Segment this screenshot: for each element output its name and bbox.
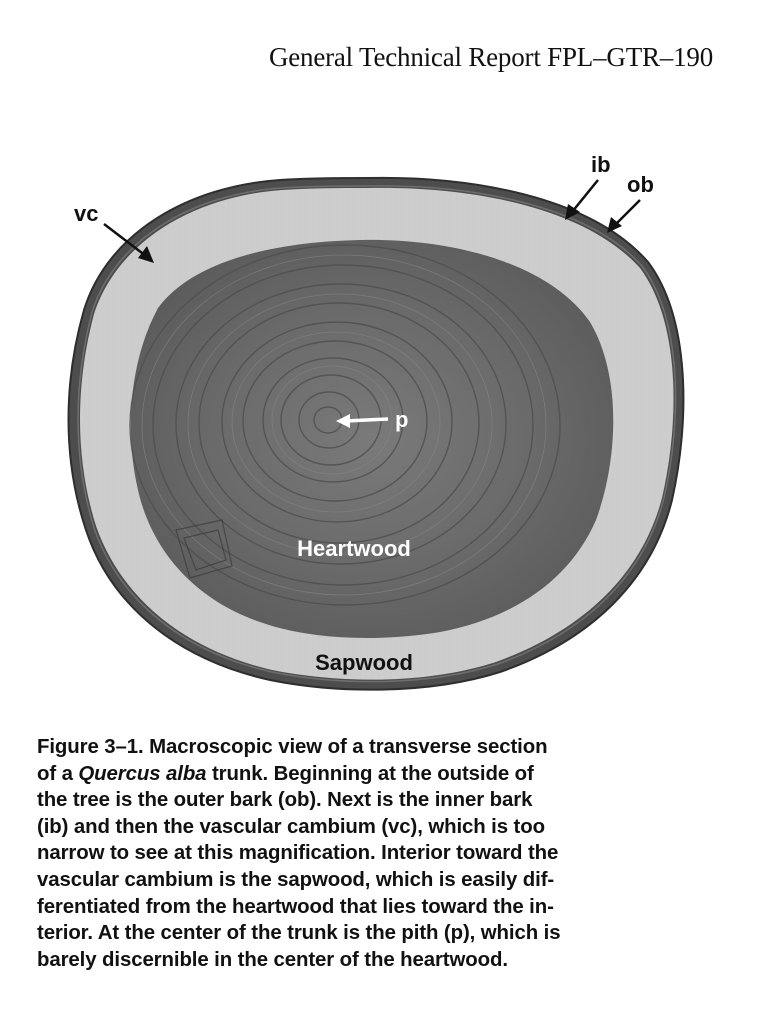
ib-arrow [565,179,599,220]
label-p: p [395,407,408,432]
caption-line: barely discernible in the center of the … [37,948,508,971]
caption-line: terior. At the center of the trunk is th… [37,922,561,945]
report-header-title: General Technical Report FPL–GTR–190 [268,42,713,72]
knot-feature [175,519,233,579]
ob-arrow [607,199,641,233]
figure-caption: Figure 3–1. Macroscopic view of a transv… [37,734,737,973]
label-heartwood: Heartwood [297,536,411,561]
growth-rings [129,244,561,606]
species-name: Quercus alba [78,762,207,785]
caption-line: narrow to see at this magnification. Int… [37,842,559,865]
caption-line: of a Quercus alba trunk. Beginning at th… [37,762,534,785]
caption-line: ferentiated from the heartwood that lies… [37,895,554,918]
inner-bark-line [77,185,677,683]
trunk-cross-section-figure: p vc ib ob Heartwood Sapwood [67,152,685,691]
caption-line: (ib) and then the vascular cambium (vc),… [37,815,545,838]
label-ib: ib [591,152,611,177]
label-vc: vc [74,201,98,226]
vc-arrow [103,223,154,263]
caption-line: vascular cambium is the sapwood, which i… [37,868,555,891]
caption-line: the tree is the outer bark (ob). Next is… [37,789,533,812]
caption-line: Figure 3–1. Macroscopic view of a transv… [37,736,548,758]
label-ob: ob [627,172,654,197]
pith-arrow [336,414,389,428]
heartwood-region [130,239,614,638]
label-sapwood: Sapwood [315,650,413,675]
